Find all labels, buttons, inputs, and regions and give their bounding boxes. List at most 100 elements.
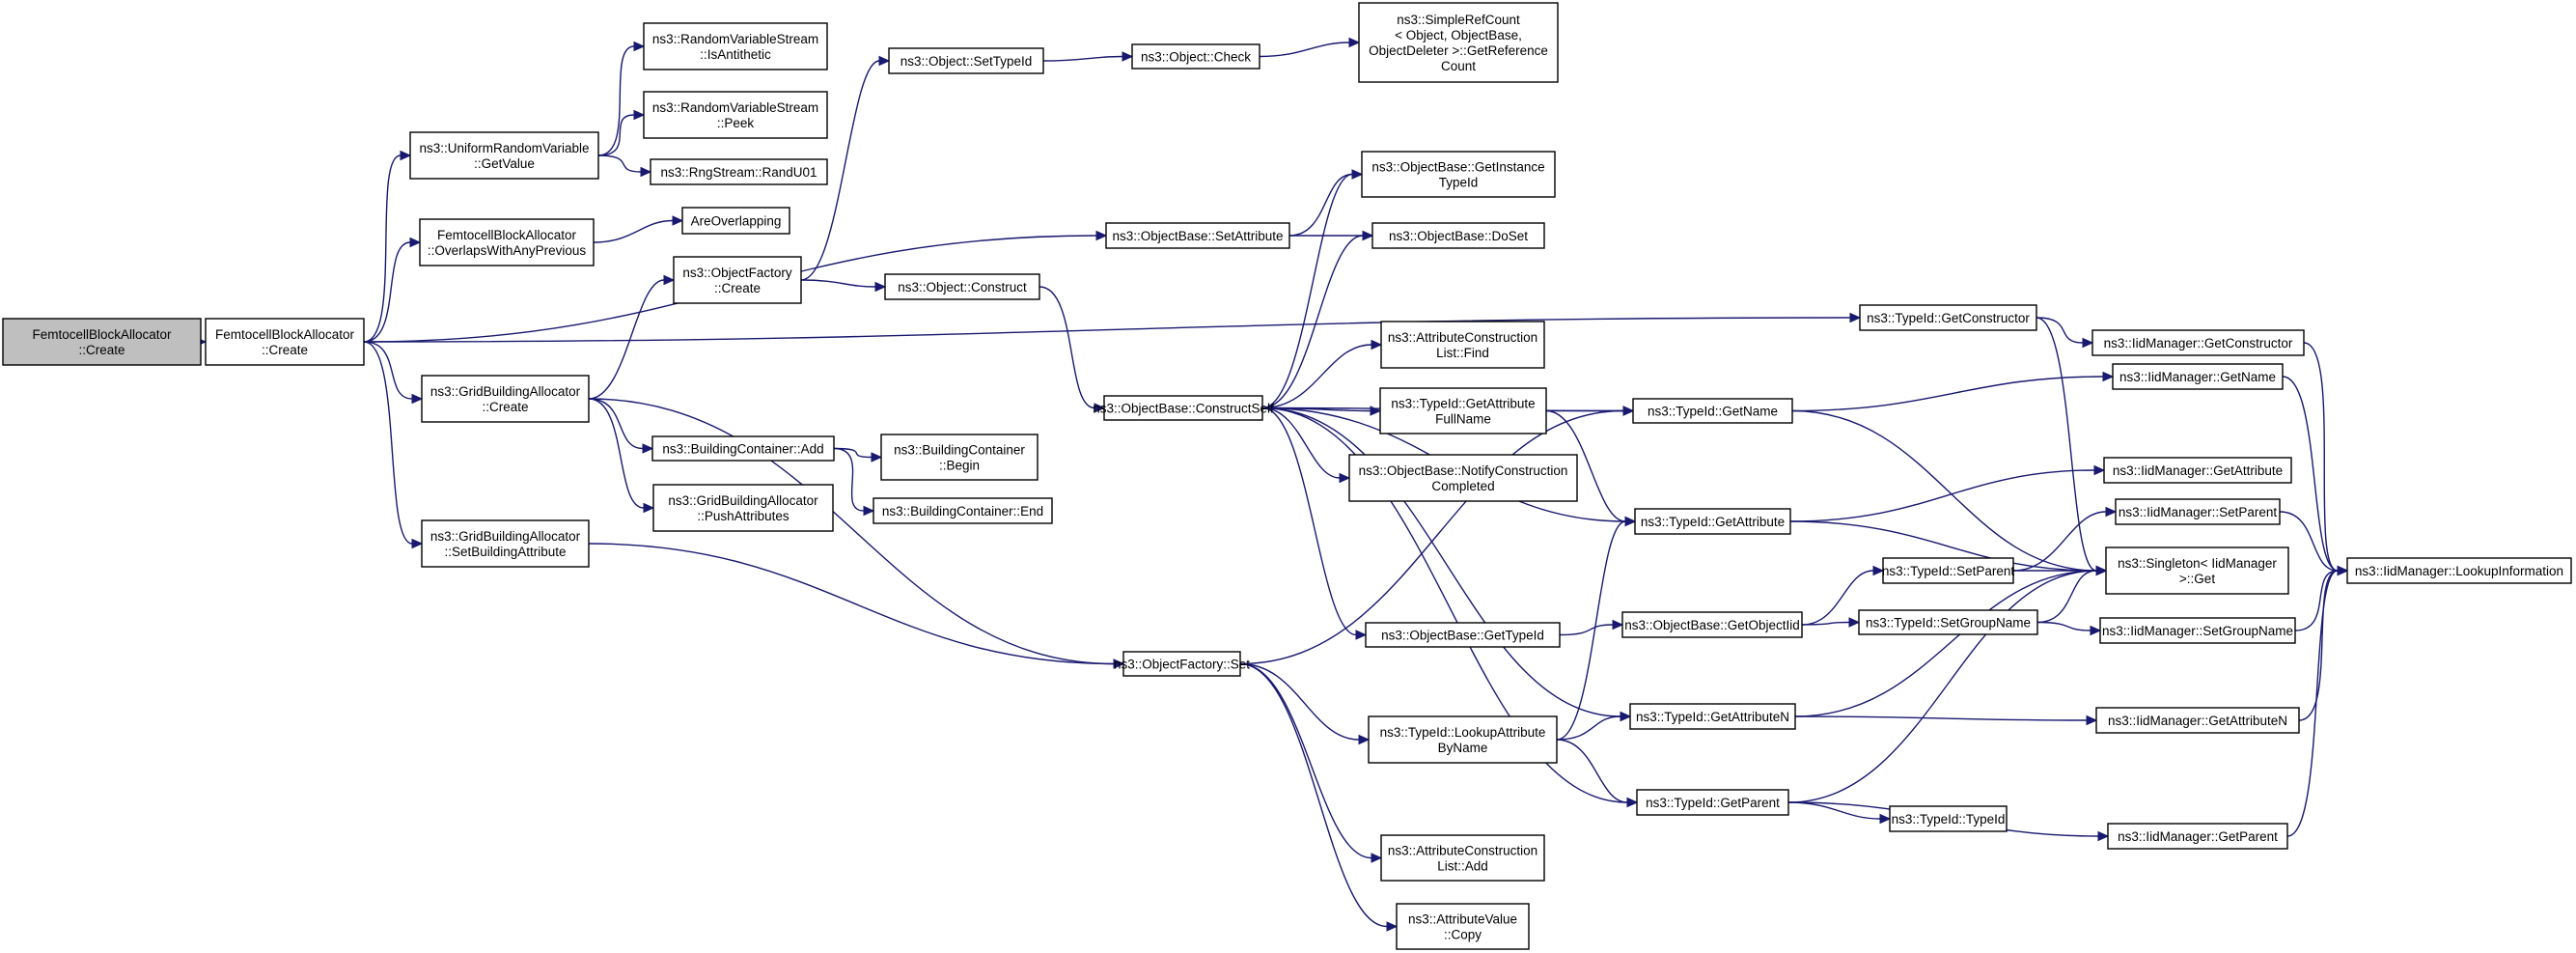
node-box[interactable]	[1882, 557, 2014, 584]
node-box[interactable]	[888, 47, 1044, 74]
node-box[interactable]	[2107, 823, 2288, 850]
node-tidSetGroup[interactable]: ns3::TypeId::SetGroupName	[1858, 609, 2038, 635]
node-box[interactable]	[1365, 622, 1561, 648]
node-tidGetParent[interactable]: ns3::TypeId::GetParent	[1636, 789, 1789, 816]
node-obConstructSelf[interactable]: ns3::ObjectBase::ConstructSelf	[1093, 395, 1274, 421]
node-box[interactable]	[1889, 805, 2008, 832]
node-imSetGroup[interactable]: ns3::IidManager::SetGroupName	[2099, 617, 2296, 644]
node-tidGetName[interactable]: ns3::TypeId::GetName	[1632, 398, 1793, 424]
node-box[interactable]	[880, 434, 1039, 481]
node-imGetAttrN[interactable]: ns3::IidManager::GetAttributeN	[2095, 707, 2300, 734]
node-box[interactable]	[1380, 321, 1545, 369]
node-tidTypeId[interactable]: ns3::TypeId::TypeId	[1889, 805, 2008, 832]
node-obGetOid[interactable]: ns3::ObjectBase::GetObjectIid	[1621, 611, 1803, 638]
node-box[interactable]	[2346, 557, 2572, 584]
node-box[interactable]	[884, 273, 1040, 300]
node-areOverlap[interactable]: AreOverlapping	[681, 207, 790, 235]
node-rvsPeek[interactable]: ns3::RandomVariableStream::Peek	[643, 91, 828, 139]
node-box[interactable]	[651, 435, 835, 462]
node-bcAdd[interactable]: ns3::BuildingContainer::Add	[651, 435, 835, 462]
node-box[interactable]	[1348, 454, 1578, 502]
node-box[interactable]	[1379, 387, 1547, 434]
node-box[interactable]	[1380, 834, 1545, 882]
node-singletonGet[interactable]: ns3::Singleton< IidManager>::Get	[2105, 547, 2289, 595]
node-box[interactable]	[1396, 903, 1530, 950]
node-box[interactable]	[2095, 707, 2300, 734]
node-box[interactable]	[1636, 789, 1789, 816]
node-tidGetAttrN[interactable]: ns3::TypeId::GetAttributeN	[1629, 703, 1796, 730]
node-bcEnd[interactable]: ns3::BuildingContainer::End	[873, 497, 1053, 524]
node-ofSet[interactable]: ns3::ObjectFactory::Set	[1114, 651, 1250, 677]
node-imGetAttr[interactable]: ns3::IidManager::GetAttribute	[2103, 457, 2292, 484]
node-root[interactable]: FemtocellBlockAllocator::Create	[2, 318, 202, 366]
node-box[interactable]	[1368, 715, 1558, 764]
node-box[interactable]	[1103, 395, 1263, 421]
node-tidGetCtor[interactable]: ns3::TypeId::GetConstructor	[1859, 304, 2037, 331]
node-imSetParent[interactable]: ns3::IidManager::SetParent	[2115, 498, 2281, 525]
node-label: ByName	[1438, 741, 1488, 755]
node-obNotify[interactable]: ns3::ObjectBase::NotifyConstructionCompl…	[1348, 454, 1578, 502]
node-urvGet[interactable]: ns3::UniformRandomVariable::GetValue	[409, 131, 599, 180]
node-box[interactable]	[1371, 222, 1545, 249]
node-tidGetAttr[interactable]: ns3::TypeId::GetAttribute	[1634, 508, 1791, 535]
node-avCopy[interactable]: ns3::AttributeValue::Copy	[1396, 903, 1530, 950]
node-box[interactable]	[643, 22, 828, 70]
node-box[interactable]	[2099, 617, 2296, 644]
node-fbaOverlap[interactable]: FemtocellBlockAllocator::OverlapsWithAny…	[419, 218, 595, 266]
node-obSetAttr[interactable]: ns3::ObjectBase::SetAttribute	[1105, 222, 1290, 249]
node-label: ns3::TypeId::GetName	[1648, 405, 1778, 419]
node-bcBegin[interactable]: ns3::BuildingContainer::Begin	[880, 434, 1039, 481]
node-box[interactable]	[1858, 609, 2038, 635]
node-box[interactable]	[2105, 547, 2289, 595]
node-gbaCreate[interactable]: ns3::GridBuildingAllocator::Create	[421, 375, 590, 423]
node-gbaPush[interactable]: ns3::GridBuildingAllocator::PushAttribut…	[652, 484, 834, 532]
node-srcGet[interactable]: ns3::SimpleRefCount< Object, ObjectBase,…	[1358, 2, 1559, 83]
node-box[interactable]	[1621, 611, 1803, 638]
node-box[interactable]	[2115, 498, 2281, 525]
node-objCheck[interactable]: ns3::Object::Check	[1131, 43, 1260, 70]
node-imGetCtor[interactable]: ns3::IidManager::GetConstructor	[2091, 329, 2305, 356]
node-box[interactable]	[1105, 222, 1290, 249]
node-box[interactable]	[2, 318, 202, 366]
node-box[interactable]	[1361, 151, 1556, 198]
node-ofCreate[interactable]: ns3::ObjectFactory::Create	[673, 256, 802, 304]
node-rvsAnti[interactable]: ns3::RandomVariableStream::IsAntithetic	[643, 22, 828, 70]
node-box[interactable]	[1634, 508, 1791, 535]
node-tidSetParent[interactable]: ns3::TypeId::SetParent	[1882, 557, 2015, 584]
node-box[interactable]	[1632, 398, 1793, 424]
node-box[interactable]	[1122, 651, 1241, 677]
node-rngU01[interactable]: ns3::RngStream::RandU01	[650, 158, 828, 185]
node-box[interactable]	[643, 91, 828, 139]
node-imGetName[interactable]: ns3::IidManager::GetName	[2112, 363, 2284, 390]
node-box[interactable]	[409, 131, 599, 180]
node-box[interactable]	[673, 256, 802, 304]
node-box[interactable]	[652, 484, 834, 532]
node-box[interactable]	[2103, 457, 2292, 484]
node-box[interactable]	[2091, 329, 2305, 356]
node-box[interactable]	[1358, 2, 1559, 83]
node-box[interactable]	[421, 519, 590, 568]
node-box[interactable]	[1859, 304, 2037, 331]
node-box[interactable]	[1131, 43, 1260, 70]
node-box[interactable]	[205, 318, 365, 366]
node-fba[interactable]: FemtocellBlockAllocator::Create	[205, 318, 365, 366]
node-box[interactable]	[421, 375, 590, 423]
node-box[interactable]	[419, 218, 595, 266]
node-box[interactable]	[681, 207, 790, 235]
node-objSetTid[interactable]: ns3::Object::SetTypeId	[888, 47, 1044, 74]
node-imLookup[interactable]: ns3::IidManager::LookupInformation	[2346, 557, 2572, 584]
node-obDoSet[interactable]: ns3::ObjectBase::DoSet	[1371, 222, 1545, 249]
node-box[interactable]	[873, 497, 1053, 524]
node-objConstruct[interactable]: ns3::Object::Construct	[884, 273, 1040, 300]
node-gbaSetBA[interactable]: ns3::GridBuildingAllocator::SetBuildingA…	[421, 519, 590, 568]
node-box[interactable]	[1629, 703, 1796, 730]
node-imGetParent[interactable]: ns3::IidManager::GetParent	[2107, 823, 2288, 850]
node-box[interactable]	[650, 158, 828, 185]
node-obGetTid[interactable]: ns3::ObjectBase::GetTypeId	[1365, 622, 1561, 648]
node-box[interactable]	[2112, 363, 2284, 390]
